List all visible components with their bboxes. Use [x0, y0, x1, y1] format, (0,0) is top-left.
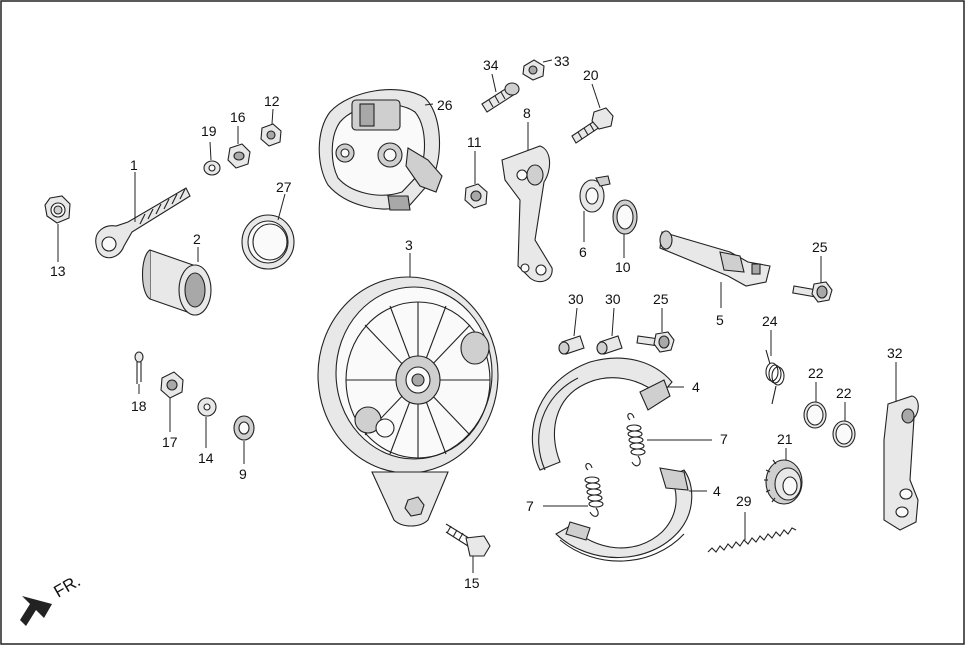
part-11-flange-nut — [464, 183, 488, 209]
callout-4-upper: 4 — [692, 379, 700, 395]
part-14-washer — [197, 397, 217, 417]
callout-22-left: 22 — [808, 365, 824, 381]
callout-21: 21 — [777, 431, 793, 447]
part-24-torsion-spring — [765, 349, 785, 405]
part-32-adjuster-link — [883, 395, 919, 531]
part-2-collar — [141, 249, 212, 316]
part-30-pin-left — [558, 335, 585, 355]
part-30-pin-right — [596, 335, 623, 355]
part-25-bolt-right — [792, 281, 833, 303]
part-1-adjuster-bolt — [95, 187, 191, 259]
callout-4-lower: 4 — [713, 483, 721, 499]
part-18-cotter-pin — [134, 351, 144, 384]
part-21-gear — [764, 459, 803, 505]
part-4-brake-shoe-upper — [531, 357, 673, 471]
front-direction-arrow: FR. — [20, 571, 84, 626]
part-13-flange-nut — [44, 195, 71, 224]
callout-19: 19 — [201, 123, 217, 139]
callout-5: 5 — [716, 312, 724, 328]
part-8-brake-arm — [501, 145, 553, 283]
part-34-cam-gear — [481, 82, 520, 113]
callout-25-right: 25 — [812, 239, 828, 255]
callout-10: 10 — [615, 259, 631, 275]
callout-29: 29 — [736, 493, 752, 509]
part-27-seal — [241, 214, 295, 270]
callout-18: 18 — [131, 398, 147, 414]
part-25-bolt-center — [636, 331, 675, 353]
callout-3: 3 — [405, 237, 413, 253]
part-26-brake-panel — [318, 89, 443, 211]
part-12-nut — [260, 123, 282, 147]
callout-6: 6 — [579, 244, 587, 260]
callout-32: 32 — [887, 345, 903, 361]
part-22-ring-right — [832, 420, 856, 448]
part-16-nut — [227, 143, 251, 169]
callout-30-right: 30 — [605, 291, 621, 307]
part-7-spring-upper — [626, 412, 646, 467]
callout-33: 33 — [554, 53, 570, 69]
front-direction-label: FR. — [51, 571, 84, 601]
callout-26: 26 — [437, 97, 453, 113]
callout-13: 13 — [50, 263, 66, 279]
callout-16: 16 — [230, 109, 246, 125]
part-3-wheel-hub — [317, 276, 499, 527]
part-17-castle-nut — [160, 371, 184, 399]
callout-11: 11 — [467, 134, 482, 150]
part-4-brake-shoe-lower — [555, 467, 693, 562]
callout-24: 24 — [762, 313, 778, 329]
part-10-o-ring — [612, 199, 638, 235]
part-15-bolt — [445, 523, 491, 557]
part-20-bolt — [571, 107, 614, 144]
part-19-washer — [203, 160, 221, 176]
callout-15: 15 — [464, 575, 480, 591]
callout-30-left: 30 — [568, 291, 584, 307]
part-6-wear-indicator — [579, 175, 611, 213]
callout-1: 1 — [130, 157, 138, 173]
callout-2: 2 — [193, 231, 201, 247]
callout-17: 17 — [162, 434, 178, 450]
callout-25-center: 25 — [653, 291, 669, 307]
part-29-coil-spring — [707, 527, 797, 553]
part-7-spring-lower — [584, 462, 604, 517]
part-22-ring-left — [803, 401, 827, 429]
part-9-bearing — [233, 415, 255, 441]
callout-14: 14 — [198, 450, 214, 466]
callout-8: 8 — [523, 105, 531, 121]
callout-27: 27 — [276, 179, 292, 195]
part-33-cap-nut — [522, 59, 545, 81]
callout-22-right: 22 — [836, 385, 852, 401]
callout-20: 20 — [583, 67, 599, 83]
callout-9: 9 — [239, 466, 247, 482]
callout-7-lower: 7 — [526, 498, 534, 514]
callout-7-upper: 7 — [720, 431, 728, 447]
callout-12: 12 — [264, 93, 280, 109]
callout-34: 34 — [483, 57, 499, 73]
part-5-brake-cam — [659, 230, 771, 287]
